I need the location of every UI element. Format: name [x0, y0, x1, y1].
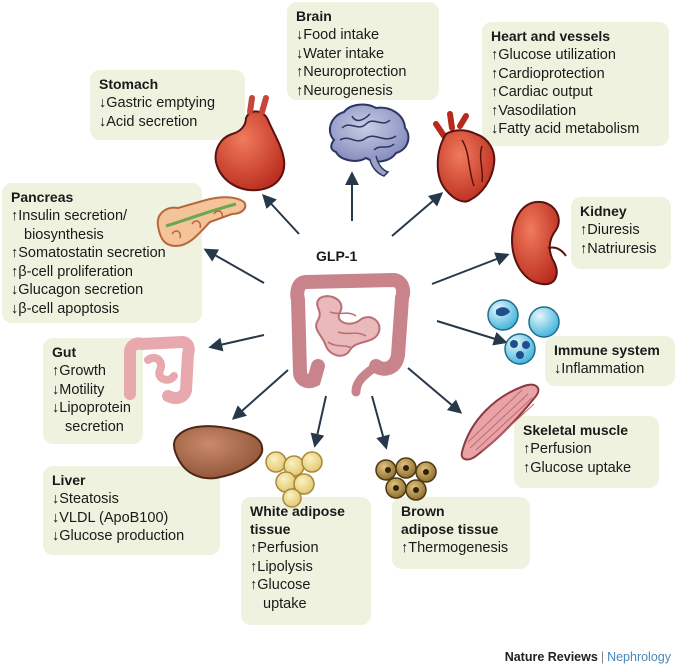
liver-icon — [172, 425, 264, 480]
gut-effect: secretion — [65, 418, 124, 435]
arrow-to-kidney — [431, 252, 510, 285]
white-adipose-icon — [265, 451, 323, 508]
brown-adipose-box: Brown adipose tissue ↑Thermogenesis — [392, 497, 530, 569]
brain-icon — [328, 103, 410, 177]
white-adipose-effect: ↑Perfusion — [250, 540, 319, 556]
liver-effect: ↓Steatosis — [52, 491, 119, 507]
stomach-title: Stomach — [99, 76, 159, 92]
pancreas-effect: ↑Somatostatin secretion — [11, 245, 166, 261]
gut-effect: ↓Motility — [52, 381, 105, 398]
glp1-label: GLP-1 — [316, 248, 358, 264]
brain-title: Brain — [296, 8, 332, 24]
stomach-effect: ↓Acid secretion — [99, 113, 198, 130]
pancreas-icon — [156, 196, 247, 248]
pancreas-box: Pancreas ↑Insulin secretion/ biosynthesi… — [2, 183, 202, 323]
arrow-to-white-adipose — [310, 395, 327, 448]
pancreas-effect: ↓β-cell apoptosis — [11, 300, 120, 317]
immune-box: Immune system ↓Inflammation — [545, 336, 675, 386]
pancreas-effect: ↑β-cell proliferation — [11, 263, 133, 280]
skeletal-effect: ↑Perfusion — [523, 441, 592, 457]
kidney-icon — [510, 200, 567, 286]
arrow-to-liver — [231, 369, 289, 420]
heart-effect: ↑Cardiac output — [491, 84, 593, 100]
brain-effect: ↑Neurogenesis — [296, 82, 393, 99]
brown-adipose-title: adipose tissue — [401, 521, 499, 537]
pancreas-effect: biosynthesis — [24, 226, 104, 243]
kidney-effect: ↑Diuresis — [580, 222, 640, 238]
pancreas-effect: ↓Glucagon secretion — [11, 282, 144, 298]
brain-box: Brain ↓Food intake ↓Water intake ↑Neurop… — [287, 2, 439, 100]
heart-title: Heart and vessels — [491, 28, 611, 44]
arrow-to-heart — [391, 192, 444, 237]
heart-effect: ↑Vasodilation — [491, 102, 577, 119]
brown-adipose-icon — [375, 457, 437, 501]
white-adipose-effect: ↑Glucose — [250, 577, 311, 593]
arrow-to-immune — [436, 320, 508, 346]
liver-effect: ↓Glucose production — [52, 528, 185, 544]
arrows — [203, 171, 510, 450]
arrow-to-pancreas — [203, 248, 265, 284]
gut-title: Gut — [52, 344, 77, 360]
stomach-effect: ↓Gastric emptying — [99, 95, 216, 111]
white-adipose-box: White adipose tissue ↑Perfusion ↑Lipolys… — [241, 497, 371, 625]
journal-name: Nephrology — [607, 650, 671, 664]
kidney-effect: ↑Natriuresis — [580, 240, 657, 257]
immune-cells-icon — [487, 299, 560, 365]
white-adipose-effect: ↑Lipolysis — [250, 558, 313, 575]
heart-effect: ↑Glucose utilization — [491, 47, 616, 63]
liver-effect: ↓VLDL (ApoB100) — [52, 509, 169, 526]
arrow-to-brown-adipose — [371, 395, 390, 450]
white-adipose-title: tissue — [250, 521, 291, 537]
white-adipose-title: White adipose — [250, 503, 345, 519]
gut-icon — [124, 335, 195, 404]
heart-box: Heart and vessels ↑Glucose utilization ↑… — [482, 22, 669, 146]
heart-icon — [433, 111, 496, 203]
pancreas-effect: ↑Insulin secretion/ — [11, 208, 128, 224]
stomach-box: Stomach ↓Gastric emptying ↓Acid secretio… — [90, 70, 245, 140]
liver-title: Liver — [52, 472, 86, 488]
skeletal-box: Skeletal muscle ↑Perfusion ↑Glucose upta… — [514, 416, 659, 488]
brown-adipose-title: Brown — [401, 503, 445, 519]
skeletal-effect: ↑Glucose uptake — [523, 459, 632, 476]
heart-effect: ↓Fatty acid metabolism — [491, 121, 640, 137]
skeletal-title: Skeletal muscle — [523, 422, 629, 438]
arrow-to-stomach — [262, 193, 300, 235]
arrow-to-skeletal — [407, 367, 463, 414]
muscle-icon — [460, 383, 540, 461]
immune-effect: ↓Inflammation — [554, 361, 645, 377]
brain-effect: ↓Water intake — [296, 45, 385, 62]
immune-title: Immune system — [554, 342, 660, 358]
brain-effect: ↓Food intake — [296, 27, 380, 43]
gut-effect: ↑Growth — [52, 363, 106, 379]
kidney-box: Kidney ↑Diuresis ↑Natriuresis — [571, 197, 671, 269]
brain-effect: ↑Neuroprotection — [296, 64, 407, 80]
brown-adipose-effect: ↑Thermogenesis — [401, 540, 509, 556]
liver-box: Liver ↓Steatosis ↓VLDL (ApoB100) ↓Glucos… — [43, 466, 220, 555]
pancreas-title: Pancreas — [11, 189, 74, 205]
arrow-to-gut — [208, 334, 265, 352]
intestine-icon — [290, 272, 411, 397]
publisher-name: Nature Reviews — [504, 650, 598, 664]
kidney-title: Kidney — [580, 203, 627, 219]
white-adipose-effect: uptake — [263, 595, 307, 612]
footer-credit: Nature Reviews|Nephrology — [504, 650, 671, 664]
stomach-icon — [214, 95, 286, 192]
heart-effect: ↑Cardioprotection — [491, 65, 605, 82]
gut-effect: ↓Lipoprotein — [52, 400, 131, 416]
